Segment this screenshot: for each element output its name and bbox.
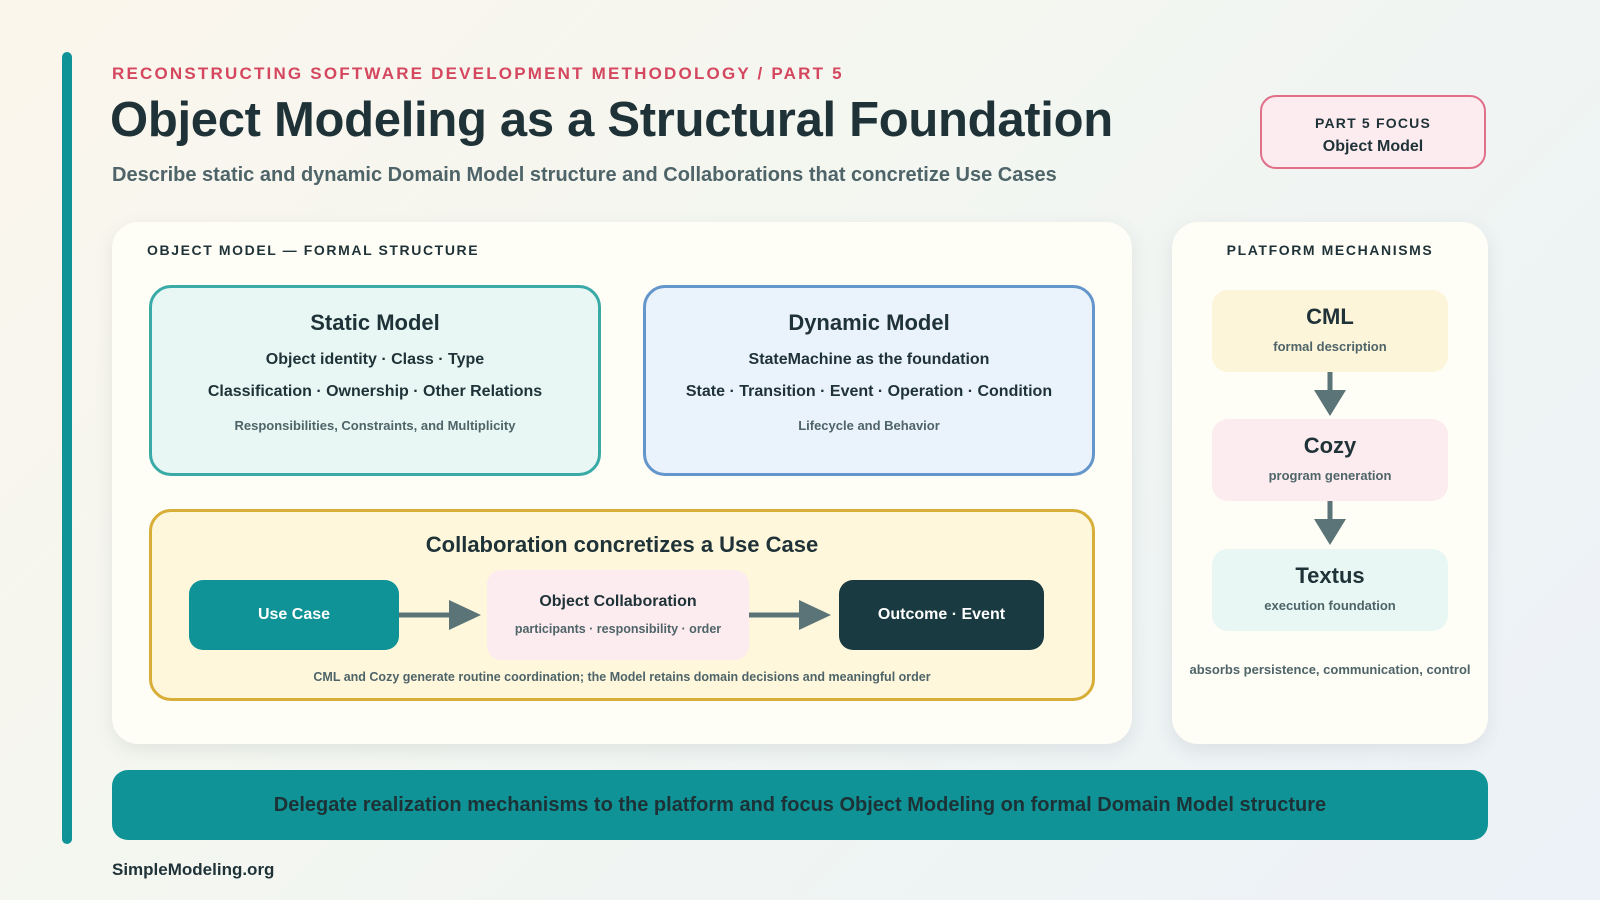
summary-banner: Delegate realization mechanisms to the p… [112,770,1488,840]
mechanism-cozy: Cozy program generation [1212,419,1448,501]
static-model-note: Responsibilities, Constraints, and Multi… [234,418,516,433]
series-kicker: RECONSTRUCTING SOFTWARE DEVELOPMENT METH… [112,64,844,83]
focus-badge-value: Object Model [1322,138,1424,155]
arrow-down-icon [1314,501,1346,545]
object-model-panel: OBJECT MODEL — FORMAL STRUCTURE Static M… [112,222,1132,744]
outcome-event-node: Outcome · Event [839,580,1044,650]
mechanism-description: formal description [1273,339,1387,354]
mechanism-description: execution foundation [1264,598,1396,613]
object-model-section-label: OBJECT MODEL — FORMAL STRUCTURE [147,242,480,258]
focus-badge-label: PART 5 FOCUS [1314,115,1432,131]
arrow-right-icon [399,600,481,630]
dynamic-model-box: Dynamic Model StateMachine as the founda… [643,285,1095,476]
static-model-box: Static Model Object identity · Class · T… [149,285,601,476]
dynamic-model-line2: State · Transition · Event · Operation ·… [685,383,1053,400]
object-collaboration-detail: participants · responsibility · order [514,622,722,636]
mechanism-description: program generation [1268,468,1392,483]
static-model-line2: Classification · Ownership · Other Relat… [207,383,543,400]
object-collaboration-node: Object Collaboration participants · resp… [487,570,749,660]
mechanism-cml: CML formal description [1212,290,1448,372]
page-subtitle: Describe static and dynamic Domain Model… [112,164,1057,186]
platform-note: absorbs persistence, communication, cont… [1189,662,1471,677]
static-model-title: Static Model [310,310,440,335]
dynamic-model-line1: StateMachine as the foundation [748,351,990,368]
page-title: Object Modeling as a Structural Foundati… [110,93,1113,147]
arrow-right-icon [749,600,831,630]
object-collaboration-title: Object Collaboration [539,593,697,610]
collaboration-title: Collaboration concretizes a Use Case [425,532,819,557]
mechanism-name: Cozy [1303,433,1357,458]
static-model-line1: Object identity · Class · Type [265,351,485,368]
use-case-node: Use Case [189,580,399,650]
mechanism-name: Textus [1295,563,1365,588]
collaboration-note: CML and Cozy generate routine coordinati… [313,670,931,684]
mechanism-textus: Textus execution foundation [1212,549,1448,631]
focus-badge: PART 5 FOCUS Object Model [1260,95,1486,169]
platform-section-label: PLATFORM MECHANISMS [1226,242,1434,258]
collaboration-box: Collaboration concretizes a Use Case Use… [149,509,1095,701]
dynamic-model-title: Dynamic Model [788,310,950,335]
platform-mechanisms-panel: PLATFORM MECHANISMS CML formal descripti… [1172,222,1488,744]
arrow-down-icon [1314,372,1346,416]
mechanism-name: CML [1306,304,1354,329]
accent-bar [62,52,72,844]
footer-site-name: SimpleModeling.org [112,860,275,879]
dynamic-model-note: Lifecycle and Behavior [798,418,940,433]
